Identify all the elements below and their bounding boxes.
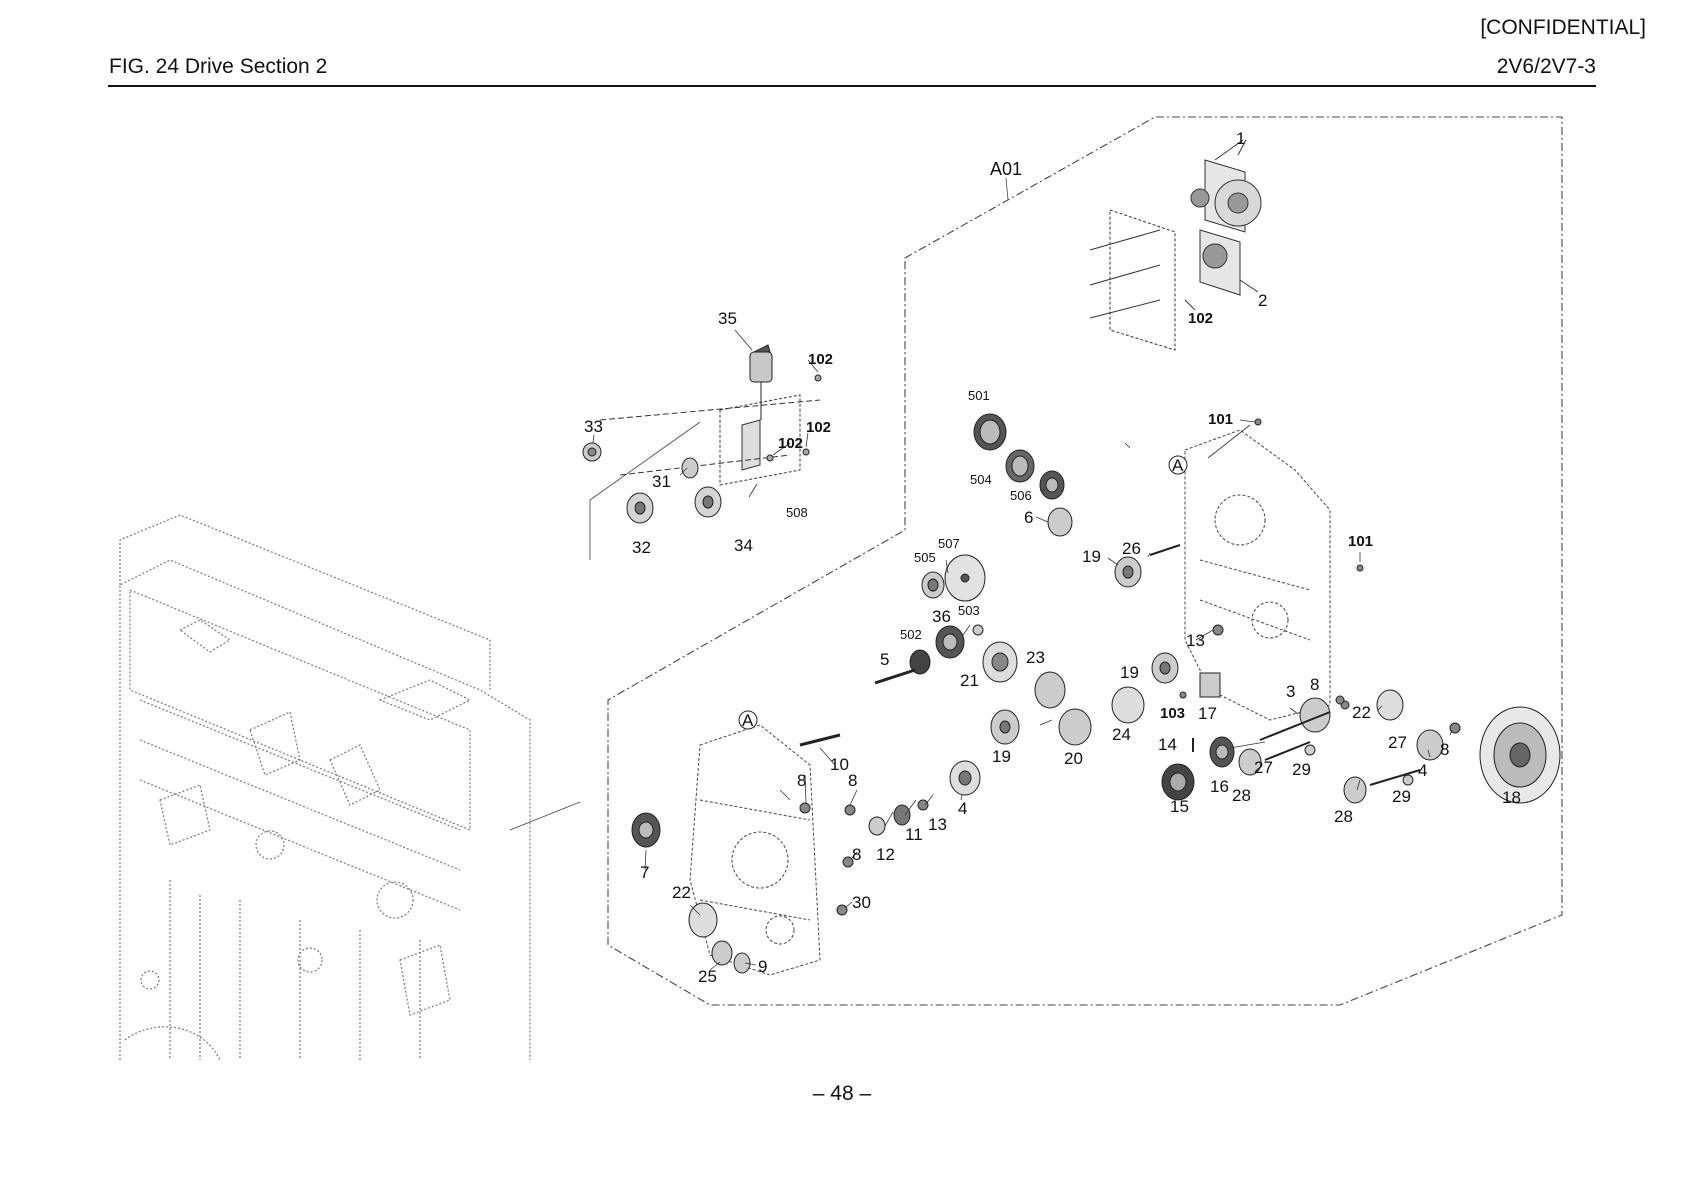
confidential-mark: [CONFIDENTIAL] [1480, 16, 1646, 39]
callout-16: 16 [1210, 777, 1229, 796]
callout-8-low-b: 8 [848, 771, 857, 790]
callout-19-mid: 19 [1120, 663, 1139, 682]
callout-23: 23 [1026, 648, 1045, 667]
callout-508: 508 [786, 505, 808, 520]
callout-32: 32 [632, 538, 651, 557]
model-code: 2V6/2V7-3 [1496, 55, 1596, 78]
callout-12: 12 [876, 845, 895, 864]
callout-labels: 1 2 102 35 102 102 102 33 31 508 32 34 5… [584, 129, 1521, 986]
callout-8-low-a: 8 [797, 771, 806, 790]
leader-lines [509, 421, 701, 831]
callout-17: 17 [1198, 704, 1217, 723]
header-rule [108, 85, 1596, 87]
callout-27-mid: 27 [1254, 758, 1273, 777]
callout-22-right: 22 [1352, 703, 1371, 722]
callout-502: 502 [900, 627, 922, 642]
callout-19-top: 19 [1082, 547, 1101, 566]
callout-36: 36 [932, 607, 951, 626]
callout-22-low: 22 [672, 883, 691, 902]
callout-8-low-c: 8 [852, 845, 861, 864]
callout-29-right: 29 [1392, 787, 1411, 806]
callout-103: 103 [1160, 705, 1185, 722]
assembly-a01-boundary [607, 116, 1563, 1006]
callout-33: 33 [584, 417, 603, 436]
svg-text:A: A [1172, 456, 1184, 475]
svg-text:A: A [742, 711, 754, 730]
assembly-a01-label: A01 [990, 159, 1022, 179]
callout-20: 20 [1064, 749, 1083, 768]
part-35-actuator [749, 344, 773, 420]
callout-101-right: 101 [1348, 533, 1373, 550]
callout-27-right: 27 [1388, 733, 1407, 752]
callout-13-upper: 13 [1186, 631, 1205, 650]
reference-marker-a-lower: A [738, 710, 758, 730]
callout-30: 30 [852, 893, 871, 912]
callout-503: 503 [958, 603, 980, 618]
callout-504: 504 [970, 472, 992, 487]
callout-11: 11 [905, 825, 923, 844]
callout-506: 506 [1010, 488, 1032, 503]
callout-leaders [592, 329, 1453, 971]
callout-10: 10 [830, 755, 849, 774]
callout-25: 25 [698, 967, 717, 986]
callout-28-mid: 28 [1232, 786, 1251, 805]
callout-505: 505 [914, 550, 936, 565]
left-small-parts [582, 374, 822, 524]
callout-28-right: 28 [1334, 807, 1353, 826]
callout-18: 18 [1502, 788, 1521, 807]
callout-102-left-a: 102 [808, 351, 833, 368]
callout-4-low: 4 [958, 799, 967, 818]
callout-4-right: 4 [1418, 761, 1427, 780]
assembly-a01-leader [1005, 177, 1009, 201]
callout-6: 6 [1024, 508, 1033, 527]
main-frame-outline [119, 514, 531, 1061]
callout-29-mid: 29 [1292, 760, 1311, 779]
callout-19-low: 19 [992, 747, 1011, 766]
callout-501: 501 [968, 388, 990, 403]
callout-9: 9 [758, 957, 767, 976]
callout-14: 14 [1158, 735, 1177, 754]
callout-8-right-a: 8 [1310, 675, 1319, 694]
callout-31: 31 [652, 472, 671, 491]
reference-marker-a-upper: A [1168, 455, 1188, 475]
callout-13-low: 13 [928, 815, 947, 834]
callout-21: 21 [960, 671, 979, 690]
callout-2: 2 [1258, 291, 1267, 310]
callout-24: 24 [1112, 725, 1131, 744]
figure-title: FIG. 24 Drive Section 2 [109, 55, 328, 78]
callout-102-left-c: 102 [778, 435, 803, 452]
callout-102-left-b: 102 [806, 419, 831, 436]
callout-101-top: 101 [1208, 411, 1233, 428]
left-bracket-assembly [599, 394, 821, 486]
callout-507: 507 [938, 536, 960, 551]
callout-26: 26 [1122, 539, 1141, 558]
left-side-plate [689, 724, 821, 976]
callout-8-right-b: 8 [1440, 740, 1449, 759]
callout-102-top: 102 [1188, 310, 1213, 327]
a01-parts [631, 413, 1561, 974]
callout-3: 3 [1286, 682, 1295, 701]
callout-1: 1 [1236, 129, 1245, 148]
callout-15: 15 [1170, 797, 1189, 816]
motor-plate-assembly [1089, 139, 1262, 351]
page-number: – 48 – [812, 1082, 872, 1105]
callout-5: 5 [880, 650, 889, 669]
callout-35: 35 [718, 309, 737, 328]
callout-7: 7 [640, 863, 649, 882]
callout-34: 34 [734, 536, 753, 555]
right-side-plate [1184, 429, 1331, 721]
